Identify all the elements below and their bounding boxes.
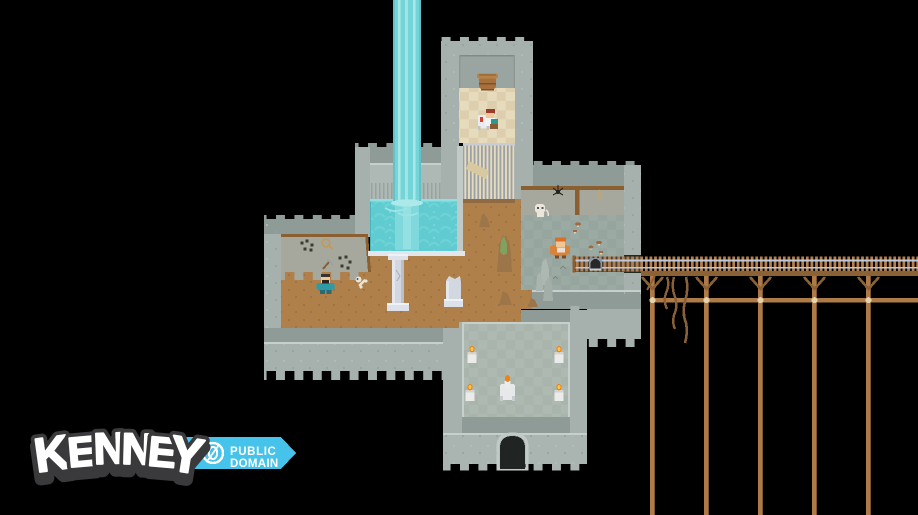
svg-text:E: E (66, 427, 98, 476)
svg-text:N: N (121, 425, 154, 475)
svg-text:DOMAIN: DOMAIN (230, 458, 278, 470)
svg-text:E: E (146, 427, 178, 476)
svg-text:N: N (121, 425, 154, 475)
svg-text:N: N (93, 424, 126, 474)
svg-text:PUBLIC: PUBLIC (230, 446, 276, 458)
svg-text:N: N (93, 424, 126, 474)
svg-text:E: E (66, 427, 98, 476)
svg-text:N: N (93, 431, 126, 481)
